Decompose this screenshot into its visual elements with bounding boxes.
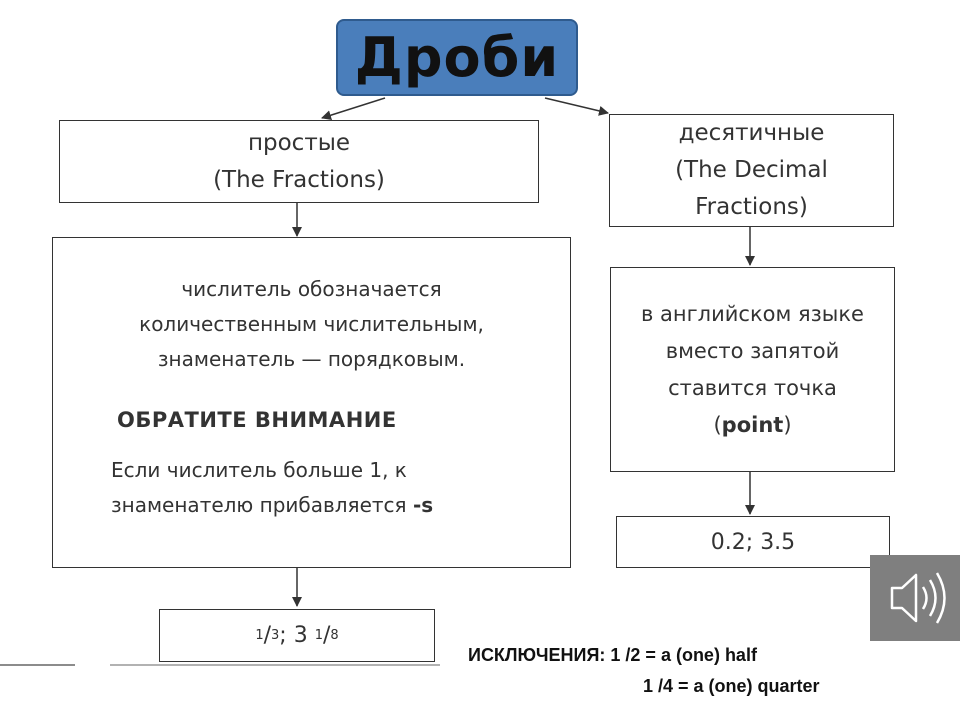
decimal-heading-line1: десятичные <box>678 120 825 146</box>
point-word: point <box>721 412 784 437</box>
example-numerator-2: 1 <box>314 628 323 643</box>
example-separator: ; <box>279 623 294 648</box>
decimal-rule-line2: вместо запятой <box>665 338 840 363</box>
simple-fractions-example-box: 1/3; 3 1/8 <box>159 609 435 662</box>
simple-rule-line1: числитель обозначается <box>181 277 442 301</box>
speaker-button[interactable] <box>870 555 960 641</box>
note-line2-suffix: -s <box>412 493 434 517</box>
note-line1: Если числитель больше 1, к <box>111 458 407 482</box>
decimal-rule-line4: (point) <box>713 412 792 437</box>
example-numerator-1: 1 <box>255 628 264 643</box>
arrow-title-to-decimal <box>544 97 609 116</box>
decimal-rule-line3: ставится точка <box>668 375 837 400</box>
title-box: Дроби <box>336 19 578 96</box>
decimal-fractions-rule-box: в английском языке вместо запятой ставит… <box>610 267 895 472</box>
simple-rule-line3: знаменатель — порядковым. <box>157 347 466 371</box>
example-denominator-2: 8 <box>330 628 339 643</box>
note-heading: ОБРАТИТЕ ВНИМАНИЕ <box>117 408 397 432</box>
simple-heading-line1: простые <box>247 129 351 156</box>
exceptions-line1: ИСКЛЮЧЕНИЯ: 1 /2 = a (one) half <box>468 645 757 665</box>
exceptions-line2: 1 /4 = a (one) quarter <box>643 676 820 696</box>
speaker-icon <box>890 572 946 624</box>
decimal-rule-line1: в английском языке <box>641 301 864 326</box>
note-line2: знаменателю прибавляется -s <box>111 488 433 523</box>
example-whole: 3 <box>293 623 308 648</box>
simple-fractions-heading-box: простые (The Fractions) <box>59 120 539 203</box>
decimal-example: 0.2; 3.5 <box>710 529 796 555</box>
diagram-title: Дроби <box>354 26 560 89</box>
example-denominator-1: 3 <box>271 628 280 643</box>
decimal-fractions-example-box: 0.2; 3.5 <box>616 516 890 568</box>
simple-fractions-rule-box: числитель обозначается количественным чи… <box>52 237 571 568</box>
simple-rule-line2: количественным числительным, <box>139 312 484 336</box>
decimal-heading-line3: Fractions) <box>695 194 808 220</box>
arrow-title-to-simple <box>321 97 386 121</box>
decimal-fractions-heading-box: десятичные (The Decimal Fractions) <box>609 114 894 227</box>
simple-heading-line2: (The Fractions) <box>213 166 385 193</box>
decimal-heading-line2: (The Decimal <box>675 157 828 183</box>
note-line2-text: знаменателю прибавляется <box>111 493 407 517</box>
